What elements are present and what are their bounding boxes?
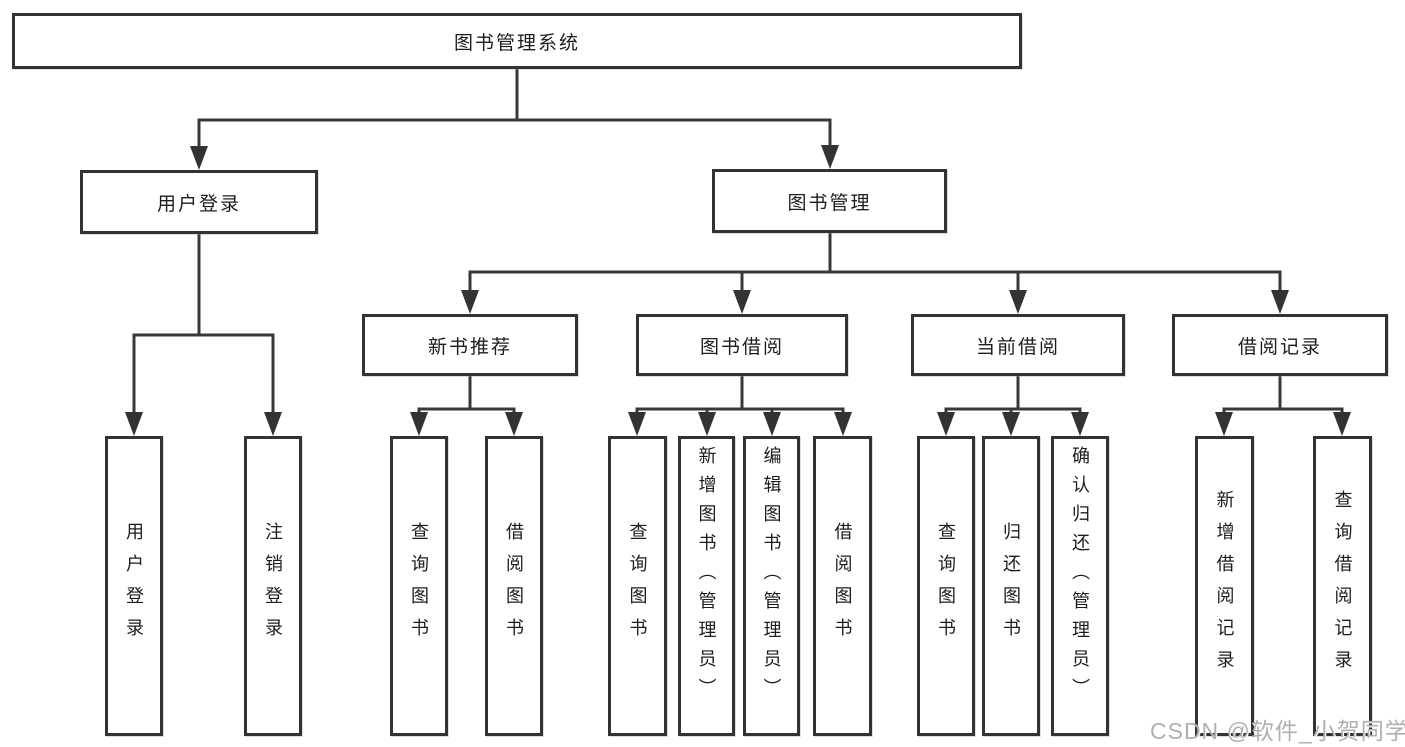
arrow-down-icon [1009,290,1027,314]
connector-user-login-bus [132,234,275,414]
leaf-confirm-return-admin-label: 确认归还（管理员） [1070,446,1090,707]
leaf-query-books-recommend: 查询图书 [390,436,448,736]
node-current-borrow: 当前借阅 [911,314,1125,376]
node-book-borrow-label: 图书借阅 [699,336,784,358]
leaf-add-books-admin: 新增图书（管理员） [678,436,735,736]
connector-root-bus [197,69,832,148]
leaf-borrow-books-label: 借阅图书 [832,522,853,650]
arrow-down-icon [698,412,716,436]
node-root-label: 图书管理系统 [453,32,580,54]
connector-borrow-records-bus [1222,376,1344,414]
arrow-down-icon [628,412,646,436]
leaf-query-books-borrow: 查询图书 [608,436,667,736]
leaf-add-books-admin-label: 新增图书（管理员） [696,446,717,707]
watermark: CSDN @软件_小贺同学 [1150,718,1405,744]
connector-book-borrow-bus [635,376,845,414]
arrow-down-icon [1071,412,1089,436]
leaf-confirm-return-admin: 确认归还（管理员） [1051,436,1109,736]
node-book-management: 图书管理 [712,169,947,233]
arrow-down-icon [937,412,955,436]
leaf-add-borrow-record-label: 新增借阅记录 [1214,490,1235,682]
leaf-user-login-label: 用户登录 [124,522,144,650]
arrow-down-icon [410,412,428,436]
leaf-return-books: 归还图书 [982,436,1040,736]
node-book-management-label: 图书管理 [787,192,872,214]
connector-book-mgmt-bus [468,233,1282,292]
arrow-down-icon [763,412,781,436]
node-new-book-recommend: 新书推荐 [362,314,578,376]
node-user-login-label: 用户登录 [156,193,241,215]
arrow-down-icon [190,146,208,170]
arrow-down-icon [125,412,143,436]
connector-current-borrow-bus [944,376,1082,414]
leaf-query-books-recommend-label: 查询图书 [409,522,429,650]
leaf-add-borrow-record: 新增借阅记录 [1195,436,1254,736]
leaf-query-borrow-record: 查询借阅记录 [1313,436,1372,736]
leaf-user-login: 用户登录 [105,436,163,736]
node-user-login: 用户登录 [80,170,318,234]
arrow-down-icon [264,412,282,436]
leaf-logout: 注销登录 [244,436,302,736]
leaf-query-borrow-record-label: 查询借阅记录 [1332,490,1353,682]
leaf-edit-books-admin: 编辑图书（管理员） [743,436,800,736]
node-borrow-records: 借阅记录 [1172,314,1388,376]
connector-new-book-bus [417,374,516,414]
node-new-book-recommend-label: 新书推荐 [427,336,512,358]
arrow-down-icon [461,290,479,314]
arrow-down-icon [834,412,852,436]
arrow-down-icon [733,290,751,314]
arrow-down-icon [821,145,839,169]
leaf-logout-label: 注销登录 [263,522,283,650]
node-book-borrow: 图书借阅 [636,314,848,376]
leaf-query-books-borrow-label: 查询图书 [627,522,648,650]
leaf-query-books-current-label: 查询图书 [936,522,956,650]
leaf-borrow-books-recommend: 借阅图书 [485,436,543,736]
arrow-down-icon [1271,290,1289,314]
leaf-edit-books-admin-label: 编辑图书（管理员） [761,446,782,707]
arrow-down-icon [1215,412,1233,436]
arrow-down-icon [1002,412,1020,436]
node-current-borrow-label: 当前借阅 [975,336,1060,358]
arrow-down-icon [505,412,523,436]
leaf-borrow-books-recommend-label: 借阅图书 [504,522,524,650]
node-borrow-records-label: 借阅记录 [1237,336,1322,358]
leaf-query-books-current: 查询图书 [917,436,975,736]
arrow-down-icon [1333,412,1351,436]
node-root: 图书管理系统 [12,13,1022,69]
leaf-borrow-books: 借阅图书 [813,436,872,736]
leaf-return-books-label: 归还图书 [1001,522,1021,650]
